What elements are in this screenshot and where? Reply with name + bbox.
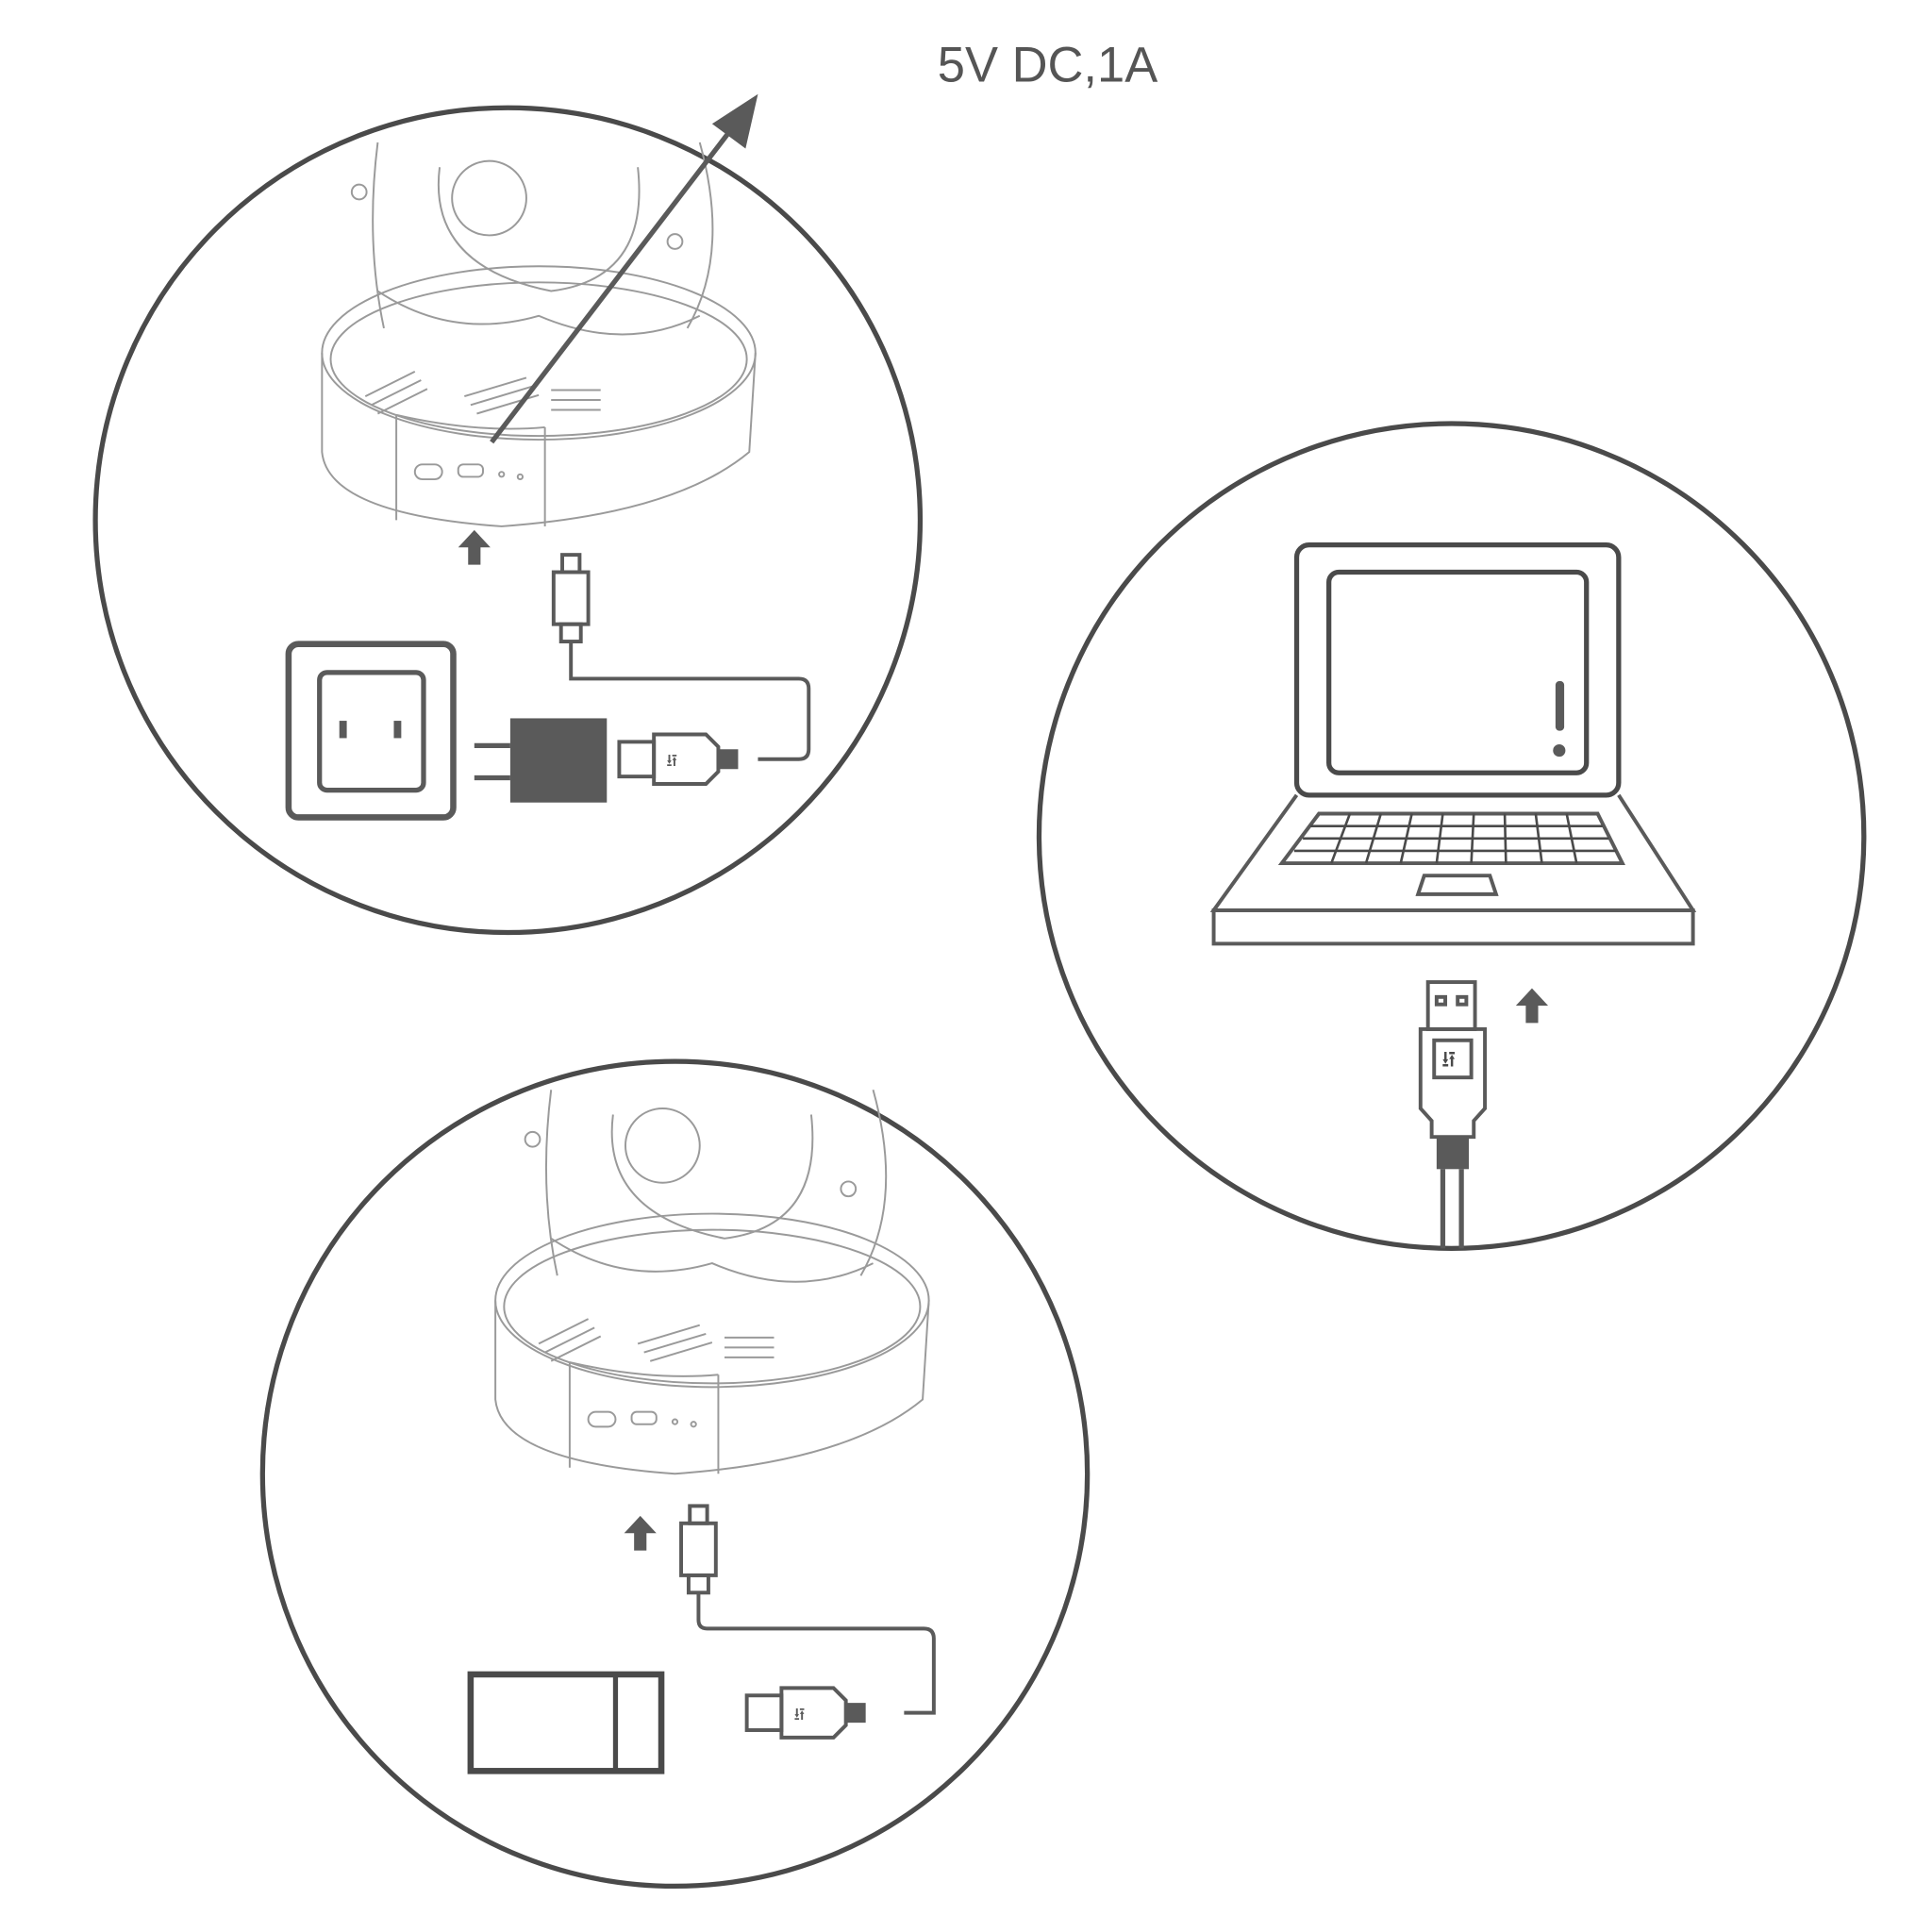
power-adapter-icon: [474, 718, 608, 803]
power-bank-icon: [467, 1671, 665, 1774]
camera-illustration: [321, 141, 757, 527]
panel-laptop: ⭿: [1036, 421, 1867, 1251]
wall-socket-icon: [285, 641, 457, 821]
usb-a-plug-icon: [744, 1686, 868, 1740]
usb-a-plug-icon: [617, 732, 741, 786]
up-arrow-icon: [458, 529, 491, 565]
spec-label: 5V DC,1A: [938, 38, 1158, 93]
panel-power-bank: [259, 1058, 1091, 1890]
usb-cable: [569, 641, 811, 761]
panel-wall-adapter: [92, 93, 924, 936]
panel-circle: [92, 105, 924, 936]
up-arrow-icon: [1515, 988, 1549, 1024]
laptop-icon: [1209, 542, 1697, 946]
usb-a-plug-icon: ⭿: [1418, 980, 1488, 1249]
panel-circle: [259, 1058, 1091, 1890]
micro-usb-plug-icon: [679, 1504, 718, 1595]
panel-circle: [1036, 421, 1867, 1251]
micro-usb-plug-icon: [551, 553, 591, 644]
usb-cable: [696, 1592, 936, 1715]
arrow-to-port: [490, 93, 758, 444]
up-arrow-icon: [624, 1515, 657, 1551]
svg-text:⭿: ⭿: [1441, 1047, 1456, 1074]
camera-illustration: [494, 1089, 930, 1475]
